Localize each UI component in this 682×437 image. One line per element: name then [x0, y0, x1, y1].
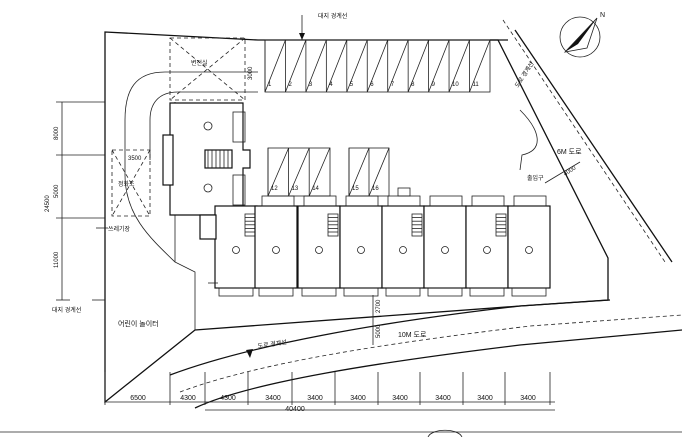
- upper-gap-dim: 3000: [248, 66, 254, 80]
- bottom-dim-3: 4300: [220, 395, 236, 402]
- parking-mid-a-stall: 13: [288, 147, 310, 197]
- north-label: N: [600, 12, 605, 19]
- parking-top-stall: 1: [264, 39, 286, 93]
- bottom-dim-8: 3400: [435, 395, 451, 402]
- building-unit: [465, 205, 509, 297]
- canopy: [471, 195, 505, 207]
- building-unit: [381, 205, 425, 297]
- substation-label: 변전실: [191, 59, 208, 67]
- parking-top-stall: 8: [407, 39, 429, 93]
- bottom-dim-7: 3400: [392, 395, 408, 402]
- parking-top-stall: 7: [387, 39, 409, 93]
- parking-row-mid-a: 12 13 14: [267, 147, 331, 197]
- substation: 변전실 3000: [169, 37, 254, 101]
- left-dim-top: 8000: [54, 126, 60, 140]
- parking-row-top: 1 2 3 4 5 6 7 8 9 10 11: [264, 39, 491, 93]
- building-unit: [297, 205, 341, 297]
- bottom-dim-2: 4300: [180, 395, 196, 402]
- child-playground-label: 어린이 놀이터: [118, 319, 159, 328]
- storage-block: [199, 214, 217, 240]
- parking-top-stall: 11: [469, 39, 491, 93]
- parking-top-stall: 10: [448, 39, 470, 93]
- canopy: [429, 195, 463, 207]
- parking-top-stall-number: 1: [268, 82, 272, 88]
- driveway-curve: [124, 71, 258, 263]
- boundary-left-label: 대지 경계선: [52, 306, 81, 314]
- canopy: [513, 195, 547, 207]
- building-upper-block: [162, 102, 251, 216]
- seal-mark-icon: [427, 429, 463, 437]
- road-boundary-label-bottom: 도로 경계선: [257, 338, 287, 350]
- building-unit: [339, 205, 383, 297]
- stair: [327, 213, 339, 237]
- bottom-dim-4: 3400: [265, 395, 281, 402]
- left-dimension: 8000 5000 11000 24500: [45, 101, 105, 301]
- parking-mid-a-stall-number: 12: [271, 186, 278, 192]
- parking-mid-a-stall-number: 13: [292, 186, 299, 192]
- building-unit: [423, 205, 467, 297]
- parking-mid-a-stall: 14: [308, 147, 331, 197]
- parking-mid-b-stall-number: 15: [352, 186, 359, 192]
- road-gap-dim: 5000: [376, 324, 382, 338]
- garbage-area-label: 쓰레기장: [108, 225, 131, 233]
- septic-tank: 정화조 3500: [111, 149, 151, 217]
- building-unit: [254, 205, 298, 297]
- building-lower-units: [208, 187, 551, 297]
- building-unit: [214, 205, 258, 297]
- entry-box: [397, 187, 411, 197]
- bottom-dim-total: 40400: [285, 406, 305, 413]
- road-6m-width-dim: 4000: [563, 165, 578, 178]
- parking-top-stall: 2: [285, 39, 307, 93]
- parking-top-stall-number: 3: [309, 82, 313, 88]
- mid-vertical-dim: 3500: [128, 156, 142, 162]
- parking-top-stall-number: 6: [370, 82, 374, 88]
- parking-top-stall: 6: [366, 39, 389, 93]
- parking-mid-b-stall: 16: [368, 147, 390, 197]
- canopy: [261, 195, 295, 207]
- road-10m: 10M 도로 도로 경계선 5000 2700: [169, 295, 682, 409]
- bottom-dimension: 6500 4300 4300 3400 3400 3400 3400 3400 …: [104, 372, 555, 413]
- septic-tank-label: 정화조: [118, 181, 135, 188]
- parking-top-stall-number: 5: [350, 82, 354, 88]
- north-arrow-icon: N: [559, 12, 605, 58]
- parking-top-stall: 3: [305, 39, 327, 93]
- parking-top-stall-number: 11: [473, 82, 480, 88]
- stair: [495, 213, 507, 237]
- canopy: [303, 195, 337, 207]
- bottom-dim-6: 3400: [350, 395, 366, 402]
- building-unit: [507, 205, 551, 297]
- road-gap-dim-2: 2700: [376, 299, 382, 313]
- parking-top-stall: 4: [325, 39, 348, 93]
- left-dim-mid: 5000: [54, 184, 60, 198]
- parking-top-stall: 5: [346, 39, 368, 93]
- bottom-dim-10: 3400: [520, 395, 536, 402]
- parking-top-stall-number: 4: [329, 82, 333, 88]
- parking-top-stall-number: 9: [432, 82, 436, 88]
- parking-mid-b-stall: 15: [348, 147, 370, 197]
- road-6m-label: 6M 도로: [557, 148, 582, 156]
- entrance-label: 출입구: [527, 174, 544, 182]
- bottom-dim-1: 6500: [130, 395, 146, 402]
- left-dim-bottom: 11000: [54, 251, 60, 268]
- canopy: [345, 195, 379, 207]
- canopy: [387, 195, 421, 207]
- left-dim-total: 24500: [45, 195, 51, 212]
- road-10m-label: 10M 도로: [398, 331, 427, 339]
- parking-top-stall: 9: [428, 39, 450, 93]
- parking-mid-a-stall: 12: [267, 147, 289, 197]
- road-boundary-label-right: 도로 경계선: [513, 60, 536, 89]
- bottom-dim-5: 3400: [307, 395, 323, 402]
- parking-mid-b-stall-number: 16: [372, 186, 379, 192]
- bottom-dim-9: 3400: [477, 395, 493, 402]
- parking-top-stall-number: 7: [391, 82, 395, 88]
- parking-mid-a-stall-number: 14: [312, 186, 319, 192]
- stair: [411, 213, 423, 237]
- parking-top-stall-number: 2: [288, 82, 292, 88]
- boundary-top-label: 대지 경계선: [318, 12, 347, 20]
- parking-top-stall-number: 10: [452, 82, 459, 88]
- parking-top-stall-number: 8: [411, 82, 415, 88]
